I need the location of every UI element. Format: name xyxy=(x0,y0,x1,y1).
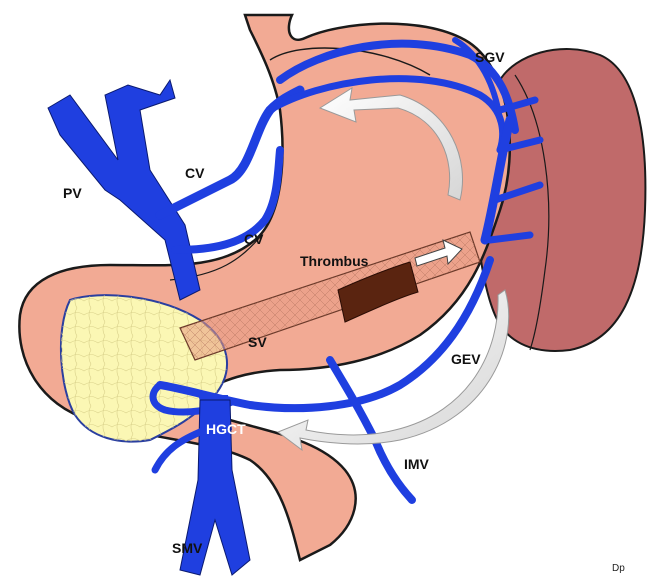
label-sgv: SGV xyxy=(475,49,505,65)
stomach xyxy=(19,15,509,560)
signature: Dp xyxy=(612,563,625,574)
label-gev: GEV xyxy=(451,351,481,367)
label-imv: IMV xyxy=(404,456,430,472)
label-hgct: HGCT xyxy=(206,421,246,437)
label-thrombus: Thrombus xyxy=(300,253,369,269)
label-sv: SV xyxy=(248,334,267,350)
label-cv-lower: CV xyxy=(244,231,264,247)
label-smv: SMV xyxy=(172,540,203,556)
label-cv-upper: CV xyxy=(185,165,205,181)
label-pv: PV xyxy=(63,185,82,201)
